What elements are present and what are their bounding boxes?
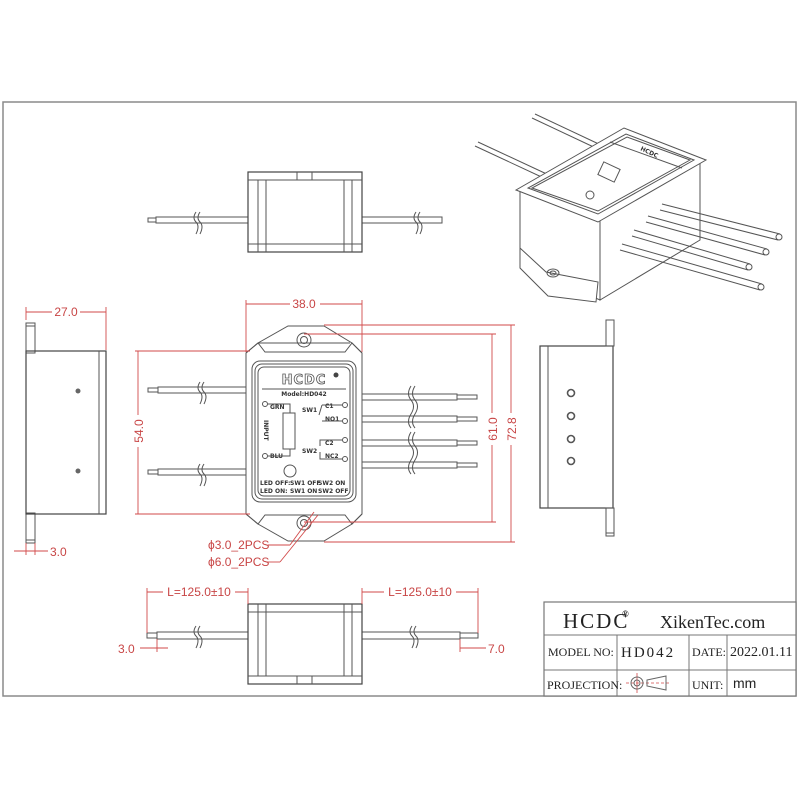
first-angle-projection-icon (626, 673, 670, 693)
dim-side-depth: 27.0 (54, 305, 78, 319)
legend-led-off-sw2: SW2 ON (318, 480, 345, 487)
side-view-left (25, 322, 107, 544)
unit-label: UNIT: (692, 678, 723, 692)
date-value: 2022.01.11 (730, 645, 792, 660)
date-label: DATE: (692, 645, 726, 659)
terminal-c1: C1 (325, 403, 334, 410)
terminal-grn: GRN (270, 404, 285, 411)
legend-led-on: LED ON: (260, 488, 288, 495)
isometric-view: HCDC (474, 113, 783, 303)
dim-strip-right: 7.0 (488, 642, 505, 656)
front-view: HCDC Model:HD042 GRN BLU INPUT SW1 SW2 C… (147, 325, 478, 542)
title-website: XikenTec.com (660, 612, 765, 632)
legend-led-on-sw2: SW2 OFF (318, 488, 349, 495)
title-brand: HCDC (563, 609, 629, 633)
legend-led-on-sw1: SW1 ON (290, 488, 317, 495)
side-view-right (539, 319, 615, 537)
dim-hole-small: ϕ3.0_2PCS (208, 538, 269, 552)
sw2-label: SW2 (302, 448, 317, 455)
dim-flange-thickness: 3.0 (50, 545, 67, 559)
sw1-label: SW1 (302, 407, 317, 414)
model-no-label: MODEL NO: (548, 645, 614, 659)
dim-total-height: 72.8 (505, 417, 519, 441)
terminal-nc2: NC2 (325, 453, 339, 460)
legend-led-off-sw1: SW1 OFF (290, 480, 321, 487)
title-block: HCDC ® XikenTec.com MODEL NO: HD042 DATE… (543, 601, 797, 697)
top-view (147, 171, 443, 253)
led-indicator (283, 464, 297, 478)
dim-body-height: 54.0 (132, 419, 146, 443)
bottom-view (146, 603, 479, 685)
dim-lead-length-right: L=125.0±10 (388, 585, 452, 599)
dim-strip-left: 3.0 (118, 642, 135, 656)
dim-width: 38.0 (292, 297, 316, 311)
unit-value: mm (733, 675, 756, 691)
terminal-no1: NO1 (325, 416, 339, 423)
front-brand-label: HCDC (282, 373, 327, 388)
front-model-label: Model:HD042 (281, 391, 326, 398)
projection-label: PROJECTION: (547, 678, 622, 692)
dim-lead-length-left: L=125.0±10 (167, 585, 231, 599)
terminal-c2: C2 (325, 440, 334, 447)
input-label: INPUT (262, 420, 269, 442)
dim-mount-height: 61.0 (486, 417, 500, 441)
model-no-value: HD042 (621, 645, 675, 661)
dimensions: 27.0 3.0 38.0 54.0 61.0 72.8 ϕ3. (14, 296, 519, 656)
drawing-frame (2, 101, 797, 697)
legend-led-off: LED OFF: (260, 480, 290, 487)
title-brand-mark: ® (622, 609, 629, 619)
dim-hole-large: ϕ6.0_2PCS (208, 555, 269, 569)
